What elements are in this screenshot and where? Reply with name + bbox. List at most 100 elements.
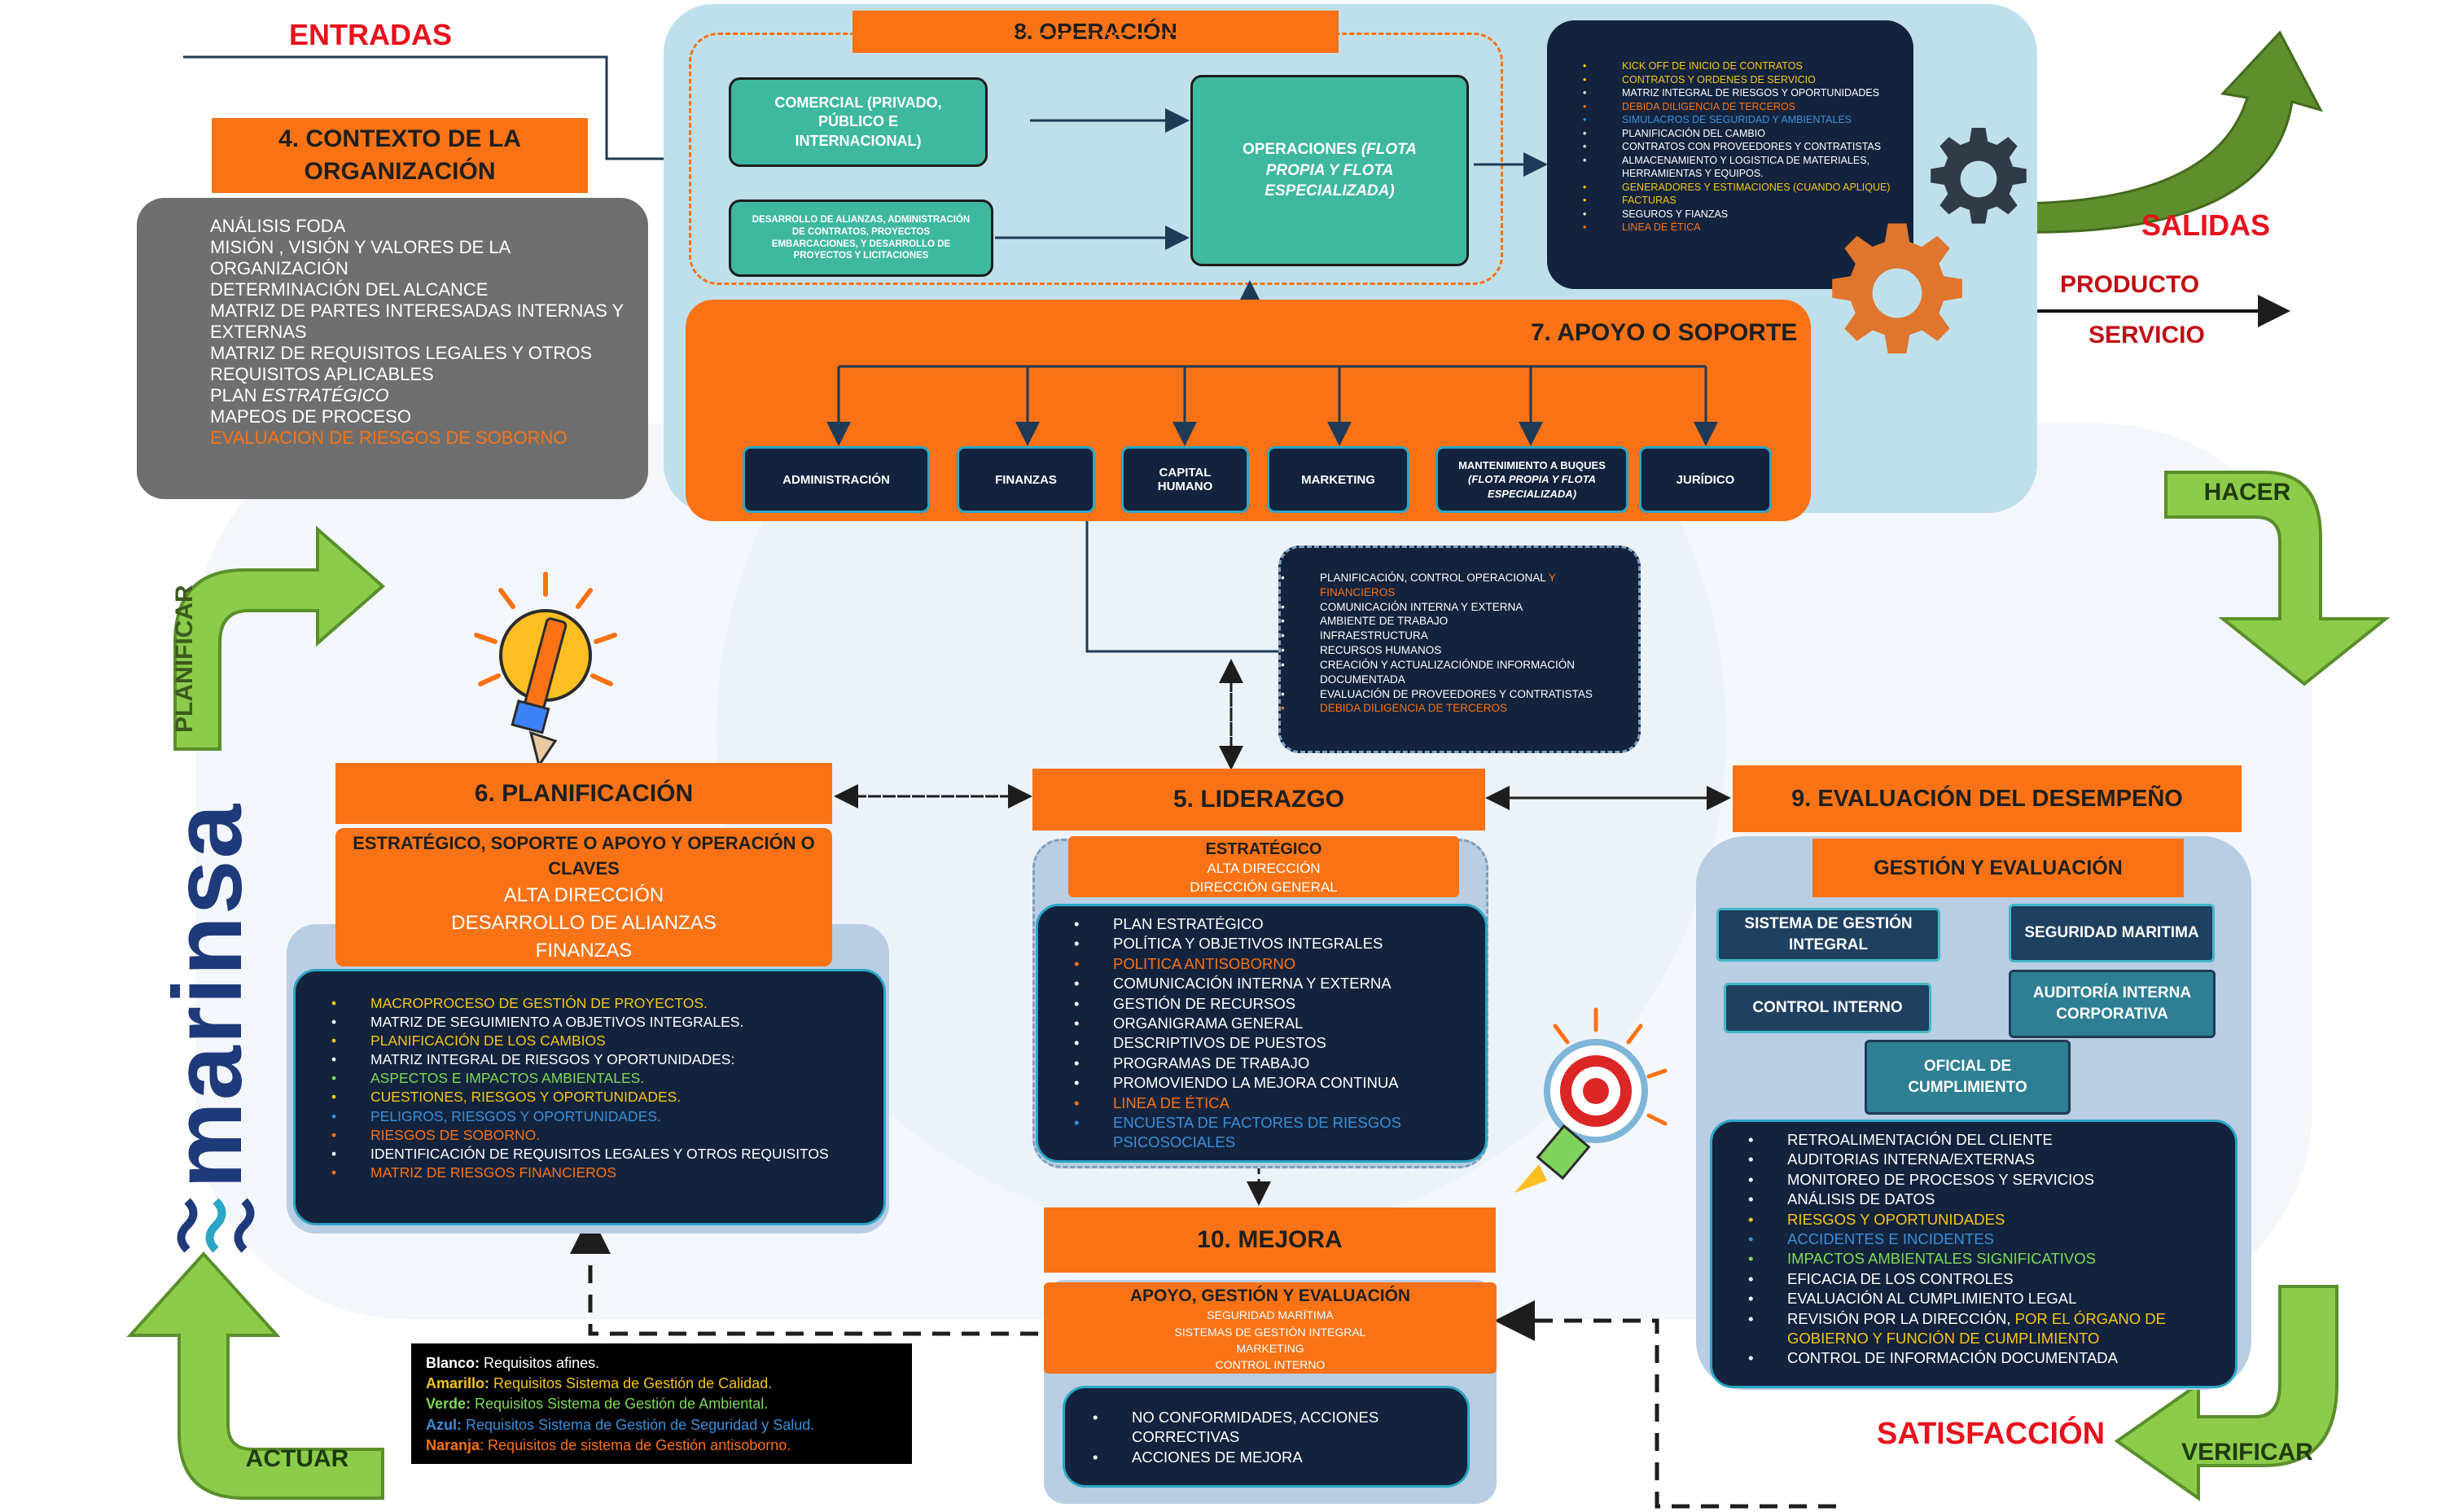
planificacion-title: 6. PLANIFICACIÓN bbox=[335, 763, 832, 824]
list-item: KICK OFF DE INICIO DE CONTRATOS bbox=[1583, 59, 1905, 73]
liderazgo-sub-line-1: ALTA DIRECCIÓN bbox=[1207, 861, 1321, 876]
producto-label: PRODUCTO bbox=[2060, 271, 2200, 298]
list-item: CONTROL DE INFORMACIÓN DOCUMENTADA bbox=[1748, 1348, 2227, 1369]
list-item: PLAN ESTRATÉGICO bbox=[210, 385, 389, 405]
evaluacion-list-panel: RETROALIMENTACIÓN DEL CLIENTEAUDITORIAS … bbox=[1710, 1120, 2238, 1388]
legend-list: Blanco: Requisitos afines. Amarillo: Requ… bbox=[426, 1353, 904, 1456]
operacion-dashed-frame bbox=[689, 33, 1503, 285]
mejora-sub-line-3: MARKETING bbox=[1236, 1341, 1304, 1355]
list-item: EFICACIA DE LOS CONTROLES bbox=[1748, 1269, 2227, 1290]
list-item: MATRIZ DE SEGUIMIENTO A OBJETIVOS INTEGR… bbox=[331, 1013, 875, 1032]
operacion-title: 8. OPERACIÓN bbox=[853, 11, 1339, 53]
mejora-sub: APOYO, GESTIÓN Y EVALUACIÓN SEGURIDAD MA… bbox=[1044, 1282, 1497, 1374]
evaluacion-seguridad-box: SEGURIDAD MARITIMA bbox=[2009, 904, 2215, 962]
list-item: PLANIFICACIÓN DE LOS CAMBIOS bbox=[331, 1032, 875, 1050]
list-item: RIESGOS DE SOBORNO. bbox=[331, 1126, 875, 1145]
list-item: DESCRIPTIVOS DE PUESTOS bbox=[1074, 1033, 1477, 1054]
mejora-title: 10. MEJORA bbox=[1044, 1207, 1496, 1273]
list-item: COMUNICACIÓN INTERNA Y EXTERNA bbox=[1074, 974, 1477, 994]
list-item: ORGANIGRAMA GENERAL bbox=[1074, 1014, 1477, 1034]
list-item: ACCIONES DE MEJORA bbox=[1093, 1448, 1459, 1468]
list-item: ACCIDENTES E INCIDENTES bbox=[1748, 1229, 2227, 1250]
list-item: FACTURAS bbox=[1583, 194, 1905, 208]
list-item: MISIÓN , VISIÓN Y VALORES DE LA ORGANIZA… bbox=[210, 237, 511, 278]
planificacion-sub: ESTRATÉGICO, SOPORTE O APOYO Y OPERACIÓN… bbox=[335, 828, 832, 966]
list-item: POLÍTICA Y OBJETIVOS INTEGRALES bbox=[1074, 934, 1477, 954]
list-item: SEGUROS Y FIANZAS bbox=[1583, 208, 1905, 221]
list-item: PROGRAMAS DE TRABAJO bbox=[1074, 1054, 1477, 1074]
list-item: POLITICA ANTISOBORNO bbox=[1074, 954, 1477, 975]
dept-juridico: JURÍDICO bbox=[1639, 446, 1772, 513]
contexto-title: 4. CONTEXTO DE LA ORGANIZACIÓN bbox=[212, 118, 588, 193]
list-item: ENCUESTA DE FACTORES DE RIESGOS PSICOSOC… bbox=[1074, 1113, 1477, 1153]
planificacion-sub-bold: ESTRATÉGICO, SOPORTE O APOYO Y OPERACIÓN… bbox=[353, 833, 815, 879]
mejora-sub-line-1: SEGURIDAD MARÍTIMA bbox=[1207, 1308, 1334, 1322]
list-item: PROMOVIENDO LA MEJORA CONTINUA bbox=[1074, 1073, 1477, 1093]
entradas-label: ENTRADAS bbox=[289, 18, 453, 51]
list-item: DETERMINACIÓN DEL ALCANCE bbox=[210, 279, 489, 300]
operaciones-italic: (FLOTA PROPIA Y FLOTA ESPECIALIZADA) bbox=[1265, 141, 1417, 200]
legend-row: Amarillo: Requisitos Sistema de Gestión … bbox=[426, 1375, 773, 1392]
planificacion-sub-line-3: FINANZAS bbox=[535, 939, 633, 962]
lightbulb-pencil-icon bbox=[474, 572, 617, 769]
legend-row: Azul: Requisitos Sistema de Gestión de S… bbox=[426, 1416, 815, 1433]
alianzas-box: DESARROLLO DE ALIANZAS, ADMINISTRACIÓN D… bbox=[729, 199, 993, 277]
liderazgo-list: PLAN ESTRATÉGICOPOLÍTICA Y OBJETIVOS INT… bbox=[1038, 914, 1477, 1153]
list-item: ASPECTOS E IMPACTOS AMBIENTALES. bbox=[331, 1069, 875, 1088]
evaluacion-auditoria-box: AUDITORÍA INTERNA CORPORATIVA bbox=[2009, 970, 2216, 1038]
mejora-sub-bold: APOYO, GESTIÓN Y EVALUACIÓN bbox=[1129, 1286, 1411, 1305]
servicio-label: SERVICIO bbox=[2089, 322, 2205, 348]
operacion-list: KICK OFF DE INICIO DE CONTRATOS CONTRATOS… bbox=[1547, 59, 1905, 234]
dept-capital-humano: CAPITAL HUMANO bbox=[1121, 446, 1249, 513]
legend-row: Naranja: Requisitos de sistema de Gestió… bbox=[426, 1436, 791, 1453]
list-item: MATRIZ INTEGRAL DE RIESGOS Y OPORTUNIDAD… bbox=[1583, 86, 1905, 100]
dept-mantenimiento: MANTENIMIENTO A BUQUES (FLOTA PROPIA Y F… bbox=[1435, 446, 1628, 513]
list-item: IDENTIFICACIÓN DE REQUISITOS LEGALES Y O… bbox=[331, 1145, 875, 1164]
list-item: LINEA DE ÉTICA bbox=[1074, 1093, 1477, 1114]
list-item: CUESTIONES, RIESGOS Y OPORTUNIDADES. bbox=[331, 1088, 875, 1107]
logo-waves-icon bbox=[177, 1198, 255, 1253]
list-item: ANÁLISIS FODA bbox=[210, 216, 346, 236]
list-item: CONTRATOS CON PROVEEDORES Y CONTRATISTAS bbox=[1583, 140, 1905, 154]
liderazgo-sub-line-2: DIRECCIÓN GENERAL bbox=[1190, 879, 1338, 895]
color-legend: Blanco: Requisitos afines. Amarillo: Requ… bbox=[411, 1343, 912, 1464]
dept-mantenimiento-italic: (FLOTA PROPIA Y FLOTA ESPECIALIZADA) bbox=[1468, 473, 1596, 500]
list-item: SIMULACROS DE SEGURIDAD Y AMBIENTALES bbox=[1583, 113, 1905, 127]
list-item: CREACIÓN Y ACTUALIZACIÓNDE INFORMACIÓN D… bbox=[1281, 658, 1630, 687]
list-item: RECURSOS HUMANOS bbox=[1281, 643, 1630, 658]
list-item: GESTIÓN DE RECURSOS bbox=[1074, 994, 1477, 1015]
list-item: COMUNICACIÓN INTERNA Y EXTERNA bbox=[1281, 600, 1630, 615]
dept-marketing: MARKETING bbox=[1267, 446, 1409, 513]
list-item: MATRIZ DE RIESGOS FINANCIEROS bbox=[331, 1164, 875, 1182]
list-item: EVALUACION DE RIESGOS DE SOBORNO bbox=[210, 427, 568, 448]
planificacion-sub-line-1: ALTA DIRECCIÓN bbox=[503, 883, 664, 906]
list-item: ALMACENAMIENTO Y LOGISTICA DE MATERIALES… bbox=[1583, 154, 1905, 181]
liderazgo-sub: ESTRATÉGICO ALTA DIRECCIÓN DIRECCIÓN GEN… bbox=[1068, 836, 1459, 897]
list-item: MATRIZ DE PARTES INTERESADAS INTERNAS Y … bbox=[210, 300, 624, 342]
list-item: MACROPROCESO DE GESTIÓN DE PROYECTOS. bbox=[331, 994, 875, 1013]
list-item: LINEA DE ÉTICA bbox=[1583, 221, 1905, 234]
liderazgo-sub-bold: ESTRATÉGICO bbox=[1205, 840, 1322, 858]
target-rocket-icon bbox=[1514, 1007, 1668, 1193]
list-item: MONITOREO DE PROCESOS Y SERVICIOS bbox=[1748, 1170, 2227, 1190]
legend-row: Blanco: Requisitos afines. bbox=[426, 1355, 600, 1371]
list-item: PELIGROS, RIESGOS Y OPORTUNIDADES. bbox=[331, 1107, 875, 1126]
evaluacion-list: RETROALIMENTACIÓN DEL CLIENTEAUDITORIAS … bbox=[1712, 1130, 2227, 1369]
apoyo-list: PLANIFICACIÓN, CONTROL OPERACIONAL Y FIN… bbox=[1281, 571, 1630, 716]
cycle-label-hacer: HACER bbox=[2203, 479, 2291, 506]
mejora-sub-line-2: SISTEMAS DE GESTIÓN INTEGRAL bbox=[1174, 1325, 1366, 1339]
list-item: IMPACTOS AMBIENTALES SIGNIFICATIVOS bbox=[1748, 1249, 2227, 1269]
gear-orange-icon bbox=[1832, 223, 1962, 354]
evaluacion-control-box: CONTROL INTERNO bbox=[1724, 983, 1931, 1033]
list-item: REVISIÓN POR LA DIRECCIÓN, POR EL ÓRGANO… bbox=[1748, 1309, 2227, 1349]
operaciones-label: OPERACIONES bbox=[1243, 141, 1357, 159]
evaluacion-title: 9. EVALUACIÓN DEL DESEMPEÑO bbox=[1733, 765, 2242, 832]
list-item: NO CONFORMIDADES, ACCIONES CORRECTIVAS bbox=[1093, 1408, 1459, 1448]
cycle-label-verificar: VERIFICAR bbox=[2181, 1439, 2313, 1466]
mejora-list-panel: NO CONFORMIDADES, ACCIONES CORRECTIVASAC… bbox=[1063, 1386, 1470, 1488]
list-item: RIESGOS Y OPORTUNIDADES bbox=[1748, 1210, 2227, 1230]
evaluacion-oficial-box: OFICIAL DE CUMPLIMIENTO bbox=[1865, 1040, 2071, 1115]
